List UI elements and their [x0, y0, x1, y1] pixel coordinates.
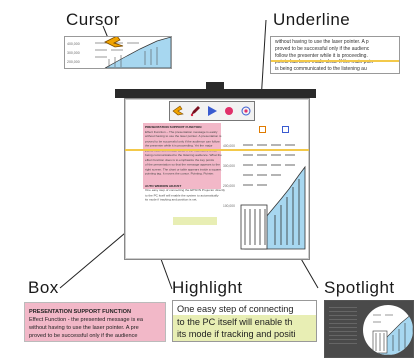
spotlight-circle	[363, 305, 413, 355]
highlight-line: its mode if tracking and positi	[177, 329, 296, 339]
screen-sub-line: to the PC itself will enable the system …	[145, 193, 219, 197]
box-line: Effect Function - the presented message …	[29, 317, 144, 323]
spotlight-inset	[324, 300, 414, 358]
projection-screen: PRESENTATION SUPPORT FUNCTION Effect Fun…	[124, 98, 310, 260]
legend-square-blue	[282, 126, 289, 133]
screen-body-line: without having to use the laser pointer.…	[145, 134, 222, 138]
screen-heading: PRESENTATION SUPPORT FUNCTION	[145, 125, 202, 129]
screen-body-line: effect function does is to emphasize the…	[145, 157, 215, 162]
svg-text:200,000: 200,000	[67, 60, 80, 64]
screen-sub-line: its mode if tracking and position is set…	[145, 197, 198, 202]
box-label: Box	[28, 278, 59, 297]
highlight-band	[173, 315, 316, 341]
highlight-label: Highlight	[172, 278, 243, 297]
highlight-inset-text: One easy step of connecting to the PC it…	[177, 303, 295, 341]
screen-chart: 400,000 300,000 200,000 100,000	[223, 144, 306, 250]
chart-tick-y: 100,000	[223, 204, 235, 208]
screen-highlight-region	[173, 217, 217, 225]
screen-box-region	[143, 123, 221, 189]
highlight-line: One easy step of connecting	[177, 304, 294, 314]
underline-line: follow the presenter while it is proceed…	[275, 52, 368, 59]
screen-body-line: the presenter while it is proceeding. Ye…	[145, 143, 213, 148]
underline-line: without having to use the laser pointer.…	[275, 39, 369, 45]
underline-line: proved to be successful only if the audi…	[275, 45, 370, 52]
spotlight-chart	[370, 312, 413, 355]
legend-square-orange	[259, 126, 266, 133]
screen-sub-heading: AUTO WINDOW ADJUST	[145, 183, 182, 188]
underline-inset: without having to use the laser pointer.…	[270, 36, 400, 74]
spotlight-icon[interactable]	[240, 105, 252, 117]
chart-tick-y: 300,000	[223, 164, 235, 168]
cursor-icon[interactable]	[172, 105, 185, 117]
underline-line: points has been made clear. If the main …	[275, 59, 374, 66]
screen-body-line: right screen. The chart or table appears…	[145, 167, 222, 171]
chart-tick-y: 200,000	[223, 184, 235, 188]
pointer-icon[interactable]	[206, 105, 218, 117]
screen-body-line: Effect Function – The presentation messa…	[145, 129, 218, 134]
highlight-inset: One easy step of connecting to the PC it…	[172, 300, 317, 342]
screen-body-line: pointing tag. It moves the cursor. Point…	[145, 171, 214, 176]
box-line: without having to use the laser pointer.…	[29, 325, 139, 331]
spotlight-dim-text	[329, 307, 357, 347]
screen-body-line: of the presentation so that the message …	[145, 162, 220, 167]
screen-underline	[125, 149, 309, 151]
underline-label: Underline	[273, 10, 351, 29]
cursor-label: Cursor	[66, 10, 121, 29]
spotlight-label: Spotlight	[324, 278, 395, 297]
circle-dot-icon[interactable]	[223, 105, 235, 117]
screen-body-line: proved to be successful only if the audi…	[145, 139, 220, 143]
box-inset-text: PRESENTATION SUPPORT FUNCTION Effect Fun…	[29, 308, 143, 340]
box-line: proved to be successful only if the audi…	[29, 333, 138, 339]
cursor-inset-chart: 400,000 300,000 200,000	[67, 37, 171, 68]
box-inset: PRESENTATION SUPPORT FUNCTION Effect Fun…	[24, 302, 166, 342]
pen-icon[interactable]	[189, 105, 201, 117]
underline-stroke	[271, 60, 399, 62]
underline-inset-text: without having to use the laser pointer.…	[275, 39, 373, 73]
svg-text:400,000: 400,000	[67, 42, 80, 46]
cursor-inset: 400,000 300,000 200,000	[64, 36, 172, 69]
screen-sub-line: One easy step of connecting the EPSON Pr…	[145, 188, 225, 192]
screen-mount	[206, 82, 224, 91]
highlight-line: to the PC itself will enable th	[177, 316, 293, 327]
screen-body-line: being communicated to the listening audi…	[145, 153, 222, 157]
box-line: PRESENTATION SUPPORT FUNCTION	[29, 309, 132, 315]
svg-text:300,000: 300,000	[67, 51, 80, 55]
pen-toolbar	[169, 101, 255, 121]
screen-text-block: PRESENTATION SUPPORT FUNCTION Effect Fun…	[145, 125, 225, 202]
screen-top-bar	[115, 89, 316, 98]
chart-tick-y: 400,000	[223, 144, 235, 148]
cursor-icon	[104, 37, 124, 48]
underline-line: is being communicated to the listening a…	[275, 66, 367, 73]
